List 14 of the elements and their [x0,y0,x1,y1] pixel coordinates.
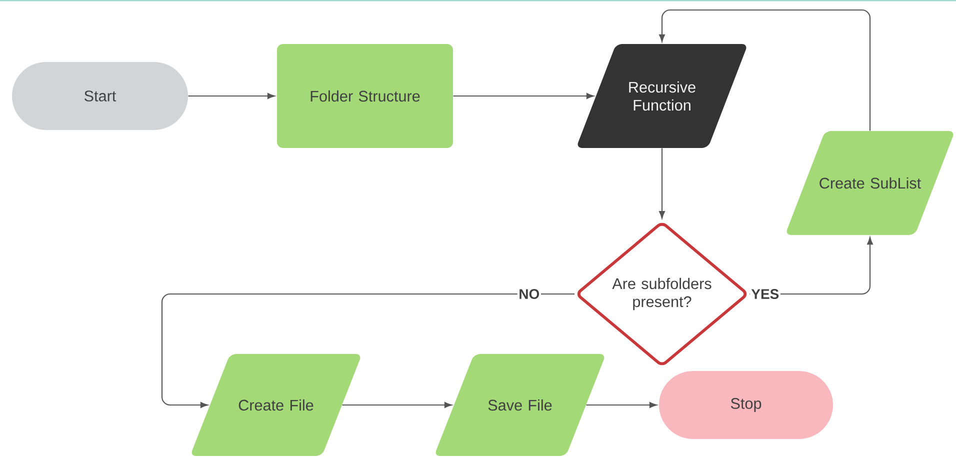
edge-label: NO [517,288,541,300]
process-box: Folder Structure [277,44,453,148]
io-parallelogram: Create File [192,354,360,456]
io-parallelogram: Create SubList [786,131,954,235]
arrow [161,293,575,408]
arrow [659,9,871,131]
arrow [659,148,665,219]
arrow [342,402,452,408]
arrow [453,93,594,99]
io-parallelogram: Recursive Function [578,44,746,148]
arrow [586,402,657,408]
arrow [188,93,275,99]
edge-label: YES [750,288,780,300]
io-parallelogram: Save File [436,354,604,456]
